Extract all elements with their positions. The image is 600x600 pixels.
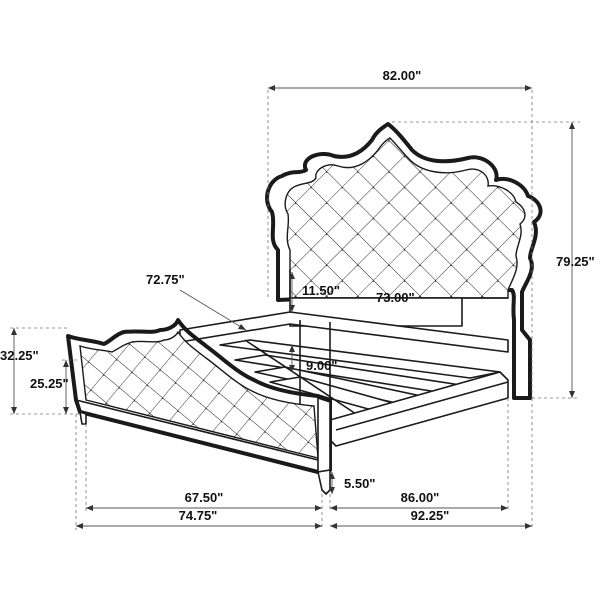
label-leg-clearance: 5.50" [344, 476, 375, 491]
label-outer-length: 74.75" [179, 508, 218, 523]
label-slat-gap: 9.00" [306, 358, 337, 373]
dimension-labels: 82.00" 79.25" 72.75" 11.50" 73.00" 9.00"… [0, 68, 595, 523]
label-inner-length: 67.50" [185, 490, 224, 505]
label-overall-height: 79.25" [556, 254, 595, 269]
label-inner-width: 73.00" [376, 290, 415, 305]
label-diagonal-length: 72.75" [146, 272, 185, 287]
label-footboard-inner-height: 25.25" [30, 376, 69, 391]
headboard-tufting [284, 137, 526, 299]
leg [79, 411, 87, 425]
label-overall-width: 82.00" [383, 68, 422, 83]
headboard-frame [265, 122, 543, 400]
bed-frame [179, 311, 509, 447]
dimension-lines [10, 85, 580, 530]
footboard-tufting [79, 330, 319, 459]
headboard [265, 122, 543, 400]
leg [317, 469, 331, 495]
footboard-frame [66, 318, 332, 474]
label-footboard-height: 32.25" [0, 348, 39, 363]
label-side-outer: 92.25" [411, 508, 450, 523]
label-side-inner: 86.00" [401, 490, 440, 505]
footboard [66, 318, 332, 495]
label-headboard-gap: 11.50" [302, 283, 340, 298]
